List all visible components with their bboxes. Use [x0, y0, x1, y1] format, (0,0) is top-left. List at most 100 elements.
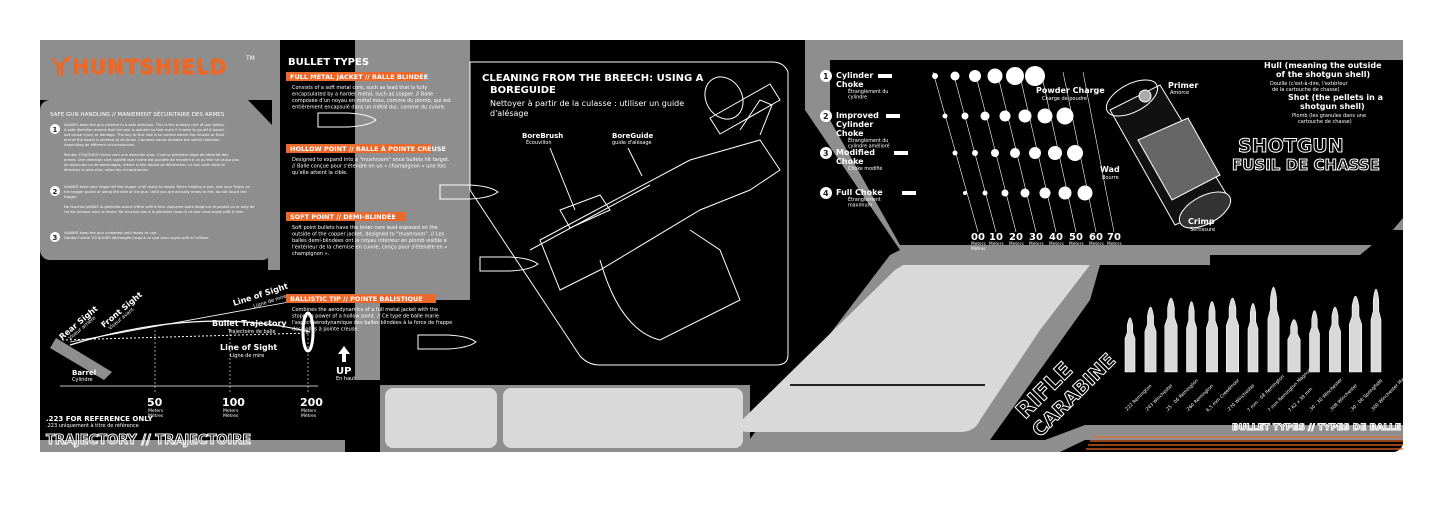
- shot-pattern-dot: [1001, 189, 1009, 197]
- choke-number-badge: [820, 187, 832, 199]
- shot-pattern-dot: [969, 70, 981, 82]
- cleaning-subtitle-line2: d'alésage: [490, 108, 528, 118]
- barrel-label-fr: Cylindre: [72, 377, 93, 383]
- safety-panel-cut: [248, 100, 272, 125]
- distance-value: 100: [222, 396, 245, 409]
- rule-number: 1: [53, 126, 58, 134]
- rule-text-line: l'arme lorsque vous le tenez. Ne touchez…: [64, 210, 244, 214]
- choke-label-fr: maximum: [848, 203, 872, 209]
- choke-distance-value: 10: [989, 232, 1003, 243]
- up-indicator: UP En haut: [336, 346, 355, 382]
- shot-pattern-dot: [1058, 186, 1072, 200]
- cartridge-icon: [1267, 286, 1280, 373]
- rule-number-badge: [50, 124, 60, 134]
- shot-pattern-dot: [963, 191, 967, 195]
- bullet-icon: [439, 184, 499, 200]
- choke-number-badge: [820, 110, 832, 122]
- shot-pattern-dot: [932, 73, 938, 79]
- shot-pattern-dot: [1048, 146, 1062, 160]
- bullet-type-label: HOLLOW POINT // BALLE À POINTE CREUSE: [290, 144, 446, 153]
- shot-pattern-dot: [999, 110, 1011, 122]
- safety-title: SAFE GUN HANDLING // MANIEMENT SÉCURITAI…: [50, 110, 225, 118]
- brand-logo: HUNTSHIELD TM: [51, 55, 255, 80]
- choke-tube-icon: [886, 114, 900, 118]
- shot-pattern-dot: [1010, 148, 1020, 158]
- light-panel-bottom-mid: [503, 388, 743, 448]
- rule-text-line: the trigger guard or along the side of t…: [64, 190, 247, 194]
- shot-pattern-dot: [950, 71, 960, 81]
- choke-distance-value: 00: [971, 232, 985, 243]
- rule-text-line: A safe direction means that the gun is p…: [64, 128, 224, 132]
- distance-unit: Meters: [301, 408, 317, 414]
- bullet-types-title: BULLET TYPES: [288, 57, 369, 68]
- bullet-type-desc: Combines the aerodynamics of a full meta…: [292, 307, 438, 313]
- cartridge-icon: [1329, 306, 1341, 373]
- rule-text-line: end of the barrel is pointed at all time…: [64, 138, 221, 142]
- choke-distance-value: 20: [1009, 232, 1023, 243]
- choke-distance-unit: Meters: [989, 241, 1004, 247]
- rule-text-line: Pointez TOUJOURS l'arme vers une directi…: [64, 153, 228, 157]
- safety-panel: [40, 100, 272, 260]
- bullet-type-desc: composée d'un noyau en métal mou, comme …: [292, 97, 451, 104]
- rule-number: 2: [53, 188, 58, 196]
- reference-label: .223 FOR REFERENCE ONLY: [46, 415, 154, 423]
- powder-charge-label: Powder Charge: [1036, 86, 1105, 95]
- choke-distance-unit: Meters: [1089, 241, 1104, 247]
- distance-unit-fr: Mètres: [148, 412, 164, 419]
- cartridge-icon: [1309, 310, 1320, 373]
- shotgun-panel: [830, 60, 1403, 245]
- shot-label-1: Shot (the pellets in a: [1288, 93, 1383, 102]
- choke-distance-unit: Meters: [1069, 241, 1084, 247]
- orange-stripes: [1086, 436, 1403, 450]
- cleaning-title-line2: BOREGUIDE: [490, 85, 556, 96]
- bullet-items: FULL METAL JACKET // BALLE BLINDÉEConsis…: [286, 72, 539, 350]
- bullet-type-label-bg: [286, 294, 436, 303]
- rifle-outline-drawing: [529, 76, 781, 341]
- cartridge-icon: [1186, 301, 1197, 373]
- choke-label-fr: cylindre amélioré: [848, 143, 890, 150]
- bullet-type-desc: qu'elle atteint la cible.: [292, 170, 348, 176]
- safety-section: SAFE GUN HANDLING // MANIEMENT SÉCURITAI…: [50, 110, 255, 242]
- rule-text-line: ALWAYS keep the gun pointed in a safe di…: [64, 123, 225, 127]
- choke-distance-unit: Meters: [1009, 241, 1024, 247]
- shotgun-title: SHOTGUN: [1238, 135, 1344, 157]
- rule-number: 3: [53, 234, 58, 242]
- wad-label: Wad: [1100, 165, 1120, 174]
- shot-label-fr-1: Plomb (les granules dans une: [1292, 113, 1366, 119]
- shot-label-2: shotgun shell): [1300, 102, 1365, 111]
- borebrush-leader: [549, 147, 576, 211]
- shot-pattern-dot: [1077, 185, 1093, 201]
- cartridge-icon: [1164, 297, 1178, 373]
- bullet-type-desc: // Balle conçue pour s'étendre en un « c…: [292, 163, 446, 170]
- bullet-icon: [417, 334, 477, 350]
- wad-label-fr: Bourre: [1102, 175, 1119, 181]
- cartridge-icon: [1124, 317, 1136, 373]
- distance-unit: Meters: [148, 408, 164, 414]
- distance-value: 200: [300, 396, 323, 409]
- up-label-fr: En haut: [336, 376, 355, 382]
- powder-charge-label-fr: Charge de poudre: [1042, 96, 1087, 102]
- shotgun-shell-drawing: [1105, 79, 1232, 229]
- choke-distance-unit: Meters: [971, 241, 986, 247]
- light-panel-center: [739, 265, 1090, 432]
- shot-pattern-dot: [961, 112, 969, 120]
- bullet-type-desc: l'extérieur de la chemise en cuivre, con…: [292, 244, 447, 251]
- shot-pattern-dot: [1006, 67, 1024, 85]
- boreguide-label: BoreGuide: [612, 132, 653, 140]
- choke-number: 2: [823, 112, 829, 121]
- bullet-icon: [479, 256, 539, 272]
- bullet-trajectory-label-fr: Trajectoire de balle: [227, 329, 276, 335]
- choke-grid-line: [1082, 71, 1115, 233]
- choke-label: Improved: [836, 111, 879, 120]
- cartridge-icon: [1287, 319, 1301, 373]
- rule-text-line: ALWAYS keep the gun unloaded until ready…: [64, 231, 157, 235]
- bullet-type-desc: Soft point bullets have the inner core l…: [292, 225, 438, 231]
- bullet-type-desc: champignon ».: [292, 251, 330, 257]
- bullet-type-desc: encapsulated by a harder metal, such as …: [292, 92, 433, 98]
- choke-distance-value: 70: [1107, 232, 1121, 243]
- shotgun-labels: Powder Charge Charge de poudre Primer Am…: [1036, 61, 1383, 233]
- bullet-type-desc: balles demi-blindées ont le noyau intéri…: [292, 237, 447, 244]
- rule-text-line: armes. Une direction sûre signifie que l…: [64, 158, 239, 162]
